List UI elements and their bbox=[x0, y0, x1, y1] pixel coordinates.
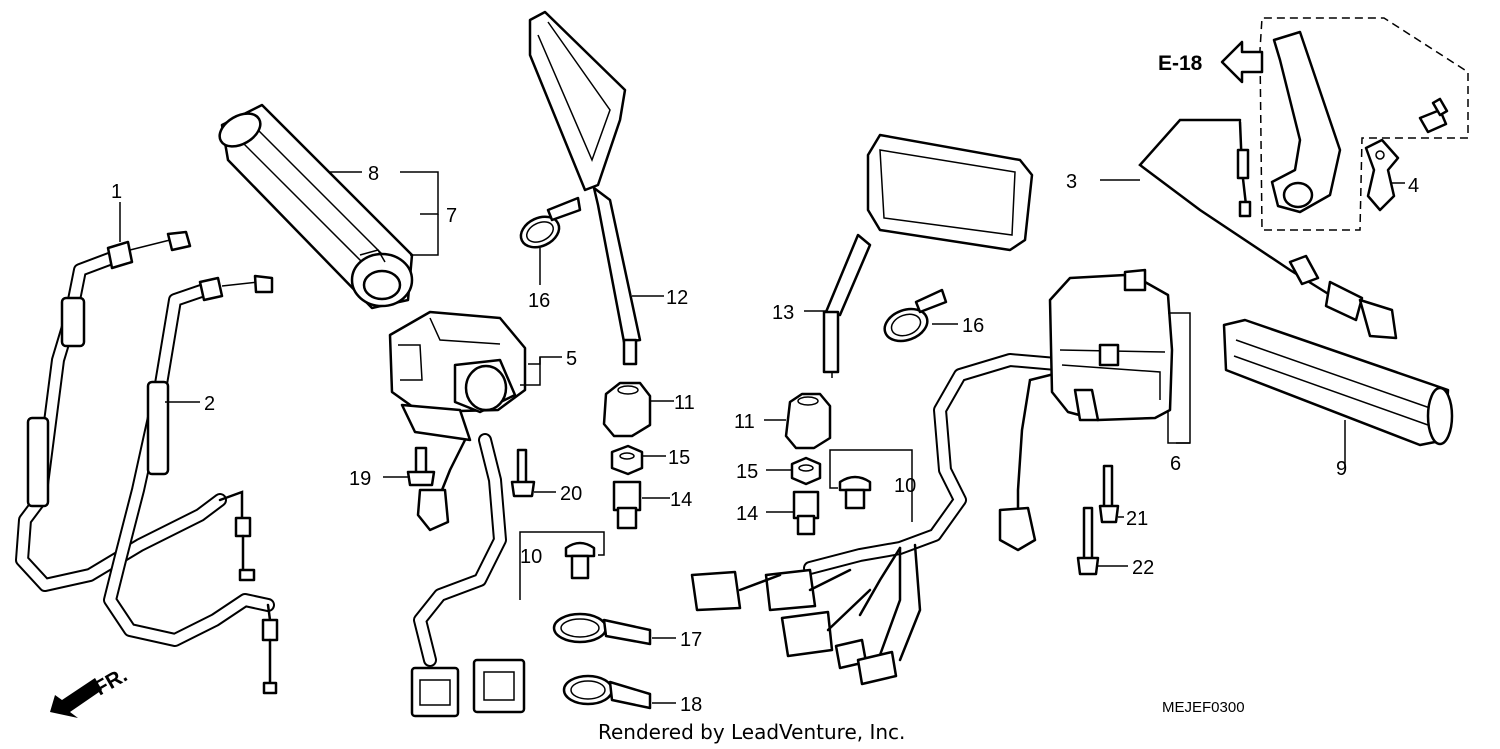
reference-box bbox=[1259, 17, 1469, 231]
choke-cable[interactable] bbox=[1138, 118, 1398, 340]
callout-16-left[interactable]: 16 bbox=[528, 290, 550, 312]
callout-1[interactable]: 1 bbox=[111, 181, 122, 203]
callout-2[interactable]: 2 bbox=[204, 393, 215, 415]
collar-14-left[interactable] bbox=[612, 480, 642, 530]
callout-21[interactable]: 21 bbox=[1126, 508, 1148, 530]
right-mirror[interactable] bbox=[822, 133, 1034, 374]
band-17[interactable] bbox=[552, 612, 652, 646]
leader-lines bbox=[119, 171, 1405, 704]
callout-3[interactable]: 3 bbox=[1066, 171, 1077, 193]
bolt-20[interactable] bbox=[510, 448, 536, 498]
callout-12[interactable]: 12 bbox=[666, 287, 688, 309]
nut-15-right[interactable] bbox=[790, 456, 822, 486]
front-marker: FR. bbox=[91, 664, 132, 701]
callout-10-left[interactable]: 10 bbox=[520, 546, 542, 568]
callout-6[interactable]: 6 bbox=[1170, 453, 1181, 475]
credit-text: Rendered by LeadVenture, Inc. bbox=[598, 720, 905, 744]
front-arrow bbox=[50, 678, 102, 718]
reference-label[interactable]: E-18 bbox=[1158, 52, 1203, 75]
callout-19[interactable]: 19 bbox=[349, 468, 371, 490]
reference-arrow[interactable] bbox=[1220, 40, 1264, 84]
callout-18[interactable]: 18 bbox=[680, 694, 702, 716]
screw-21[interactable] bbox=[1098, 464, 1120, 524]
right-switch-harness[interactable] bbox=[690, 353, 1075, 686]
throttle-cable-2[interactable] bbox=[103, 274, 279, 695]
callout-10-right[interactable]: 10 bbox=[894, 475, 916, 497]
callout-11-right[interactable]: 11 bbox=[734, 411, 755, 433]
screw-22[interactable] bbox=[1076, 506, 1100, 576]
cable-tie-16-right[interactable] bbox=[880, 288, 948, 347]
right-grip[interactable] bbox=[1222, 318, 1454, 447]
left-mirror[interactable] bbox=[528, 10, 642, 366]
callout-14-left[interactable]: 14 bbox=[670, 489, 692, 511]
callout-16-right[interactable]: 16 bbox=[962, 315, 984, 337]
callout-5[interactable]: 5 bbox=[566, 348, 577, 370]
callout-15-right[interactable]: 15 bbox=[736, 461, 758, 483]
callout-11-left[interactable]: 11 bbox=[674, 392, 695, 414]
cable-tie-16-left[interactable] bbox=[516, 196, 582, 253]
callout-22[interactable]: 22 bbox=[1132, 557, 1154, 579]
callout-13[interactable]: 13 bbox=[772, 302, 794, 324]
left-switch-housing[interactable] bbox=[388, 310, 527, 442]
callout-9[interactable]: 9 bbox=[1336, 458, 1347, 480]
callout-14-right[interactable]: 14 bbox=[736, 503, 758, 525]
left-grip-assembly[interactable] bbox=[214, 103, 414, 310]
callout-4[interactable]: 4 bbox=[1408, 175, 1419, 197]
screw-10-left[interactable] bbox=[564, 541, 596, 580]
callout-8[interactable]: 8 bbox=[368, 163, 379, 185]
bar-end-weight-11-right[interactable] bbox=[784, 392, 832, 450]
collar-14-right[interactable] bbox=[792, 490, 820, 536]
callout-7[interactable]: 7 bbox=[446, 205, 457, 227]
right-switch-housing[interactable] bbox=[1048, 268, 1174, 422]
callout-17[interactable]: 17 bbox=[680, 629, 702, 651]
callout-15-left[interactable]: 15 bbox=[668, 447, 690, 469]
bar-end-weight-11-left[interactable] bbox=[602, 381, 652, 438]
diagram-code: MEJEF0300 bbox=[1162, 699, 1245, 716]
screw-10-right[interactable] bbox=[838, 475, 872, 510]
bolt-19[interactable] bbox=[406, 446, 436, 487]
throttle-cable-1[interactable] bbox=[15, 230, 256, 592]
band-18[interactable] bbox=[562, 674, 652, 710]
callout-labels: 1 2 3 4 5 6 7 8 9 10 10 11 11 12 13 14 1… bbox=[111, 163, 1419, 716]
choke-lever-4[interactable] bbox=[1364, 138, 1400, 212]
callout-20[interactable]: 20 bbox=[560, 483, 582, 505]
nut-15-left[interactable] bbox=[610, 444, 644, 476]
left-switch-harness[interactable] bbox=[410, 433, 526, 718]
